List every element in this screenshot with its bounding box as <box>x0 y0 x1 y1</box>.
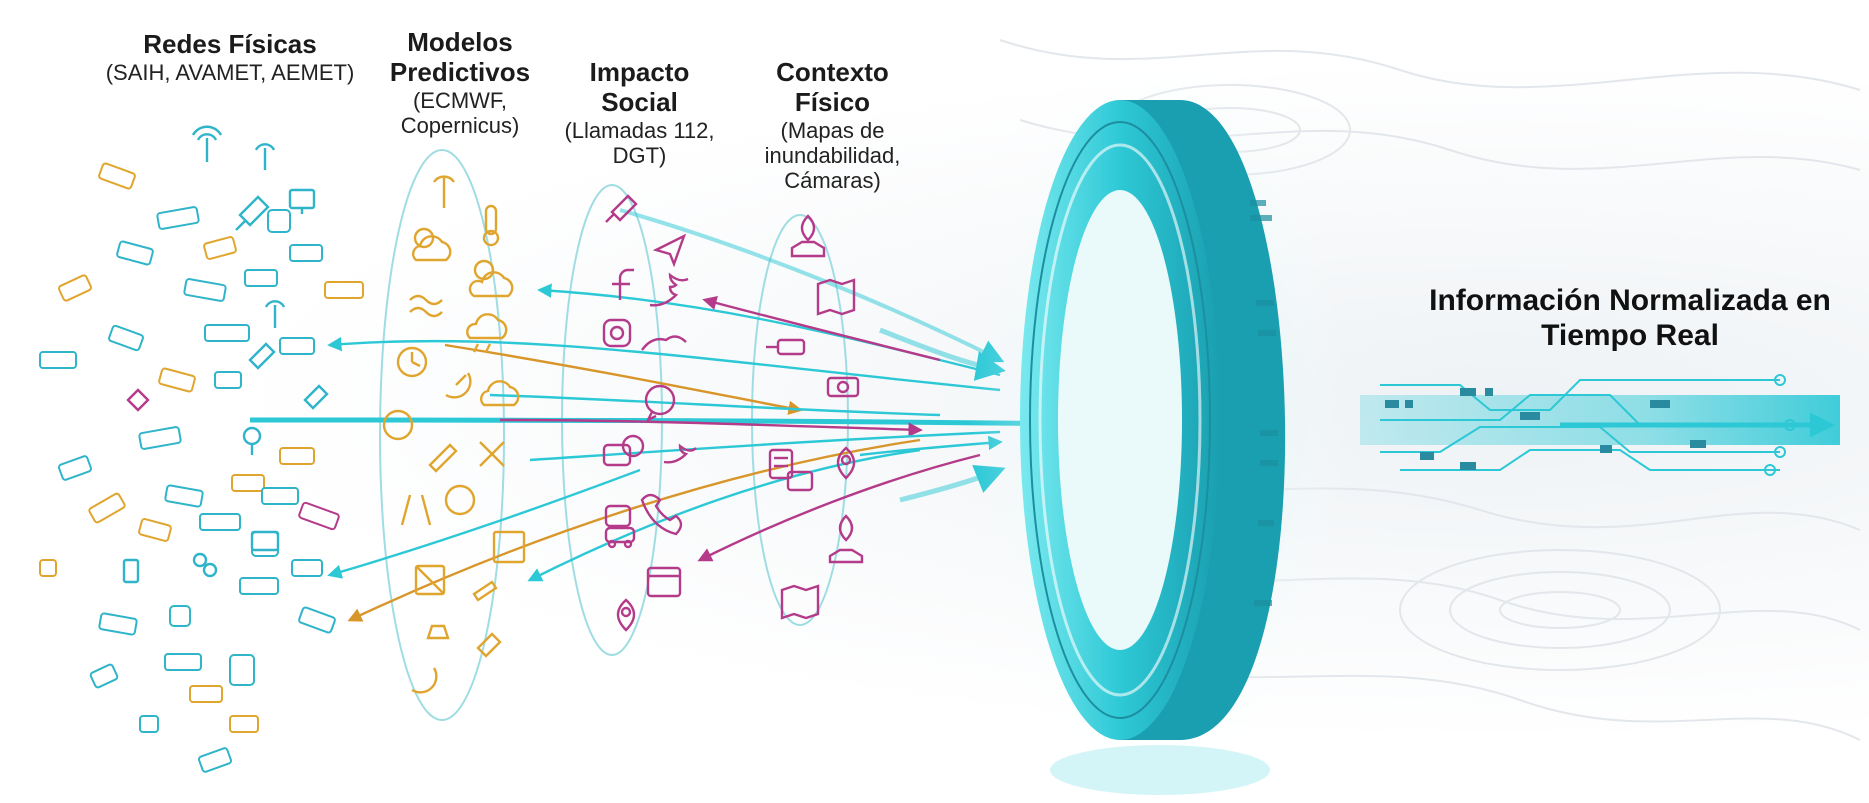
lens-modelos <box>379 149 505 721</box>
contexto-icons <box>766 214 864 620</box>
sms-icon <box>604 504 632 528</box>
cloud-hands-icon <box>641 335 687 351</box>
compass-icon <box>444 484 476 516</box>
impacto-subtitle: (Llamadas 112, DGT) <box>564 117 715 169</box>
modelos-title: Modelos Predictivos <box>389 27 531 87</box>
location-map-icon <box>790 214 826 258</box>
satellite-icon <box>248 342 276 370</box>
location-pin-icon <box>616 598 636 632</box>
send-icon <box>652 233 687 268</box>
gauge-25-icon <box>382 409 414 441</box>
lamp-icon <box>426 624 450 640</box>
folded-map-icon <box>780 584 820 620</box>
clock-icon <box>396 346 428 378</box>
normalizer-ring <box>970 40 1350 800</box>
modelos-icons <box>382 175 526 694</box>
thermometer-icon <box>482 204 500 247</box>
sensor-tags <box>39 162 364 773</box>
cloud-rain-icon <box>466 313 508 353</box>
cloud-sun-icon <box>468 259 514 298</box>
map-icon <box>414 564 446 596</box>
twitter-icon <box>663 443 697 464</box>
satellite-dish-icon <box>445 372 472 399</box>
redes-title: Redes Físicas <box>143 29 317 59</box>
monitor-icon <box>250 530 280 552</box>
header-contexto: Contexto Físico (Mapas de inundabilidad,… <box>740 57 925 194</box>
impacto-title: Impacto Social <box>589 57 690 117</box>
header-modelos: Modelos Predictivos (ECMWF, Copernicus) <box>385 27 535 139</box>
road-icon <box>400 494 432 526</box>
car-icon <box>604 526 636 549</box>
monitor-icon <box>288 188 316 214</box>
location-pin-icon <box>836 446 856 480</box>
satellite-icon <box>605 194 638 223</box>
wave-icon <box>409 294 443 318</box>
antenna-icon <box>254 143 276 170</box>
antenna-icon <box>191 125 223 162</box>
cloud-sun-icon <box>412 227 452 262</box>
cloud-rain-icon <box>480 380 520 407</box>
rocket-icon <box>428 443 458 473</box>
contexto-subtitle: (Mapas de inundabilidad, Cámaras) <box>764 117 901 194</box>
satellite-icon <box>235 195 270 231</box>
antenna-icon <box>433 175 455 208</box>
phone-icon <box>640 493 683 536</box>
sensor-icons <box>122 125 329 584</box>
header-impacto: Impacto Social (Llamadas 112, DGT) <box>552 57 727 169</box>
map-icon <box>786 470 814 492</box>
twitter-icon <box>649 272 689 307</box>
header-redes-fisicas: Redes Físicas (SAIH, AVAMET, AEMET) <box>80 29 380 85</box>
antenna-icon <box>264 300 286 328</box>
tree-icon <box>242 426 262 455</box>
camera-icon <box>766 338 806 356</box>
location-map-icon <box>828 514 864 564</box>
satellite-icon <box>476 632 502 658</box>
calendar-icon <box>646 566 682 598</box>
whatsapp-icon <box>644 384 676 423</box>
link-icon <box>192 552 218 578</box>
document-icon <box>768 448 794 480</box>
output-circuit <box>1360 374 1840 476</box>
instagram-icon <box>602 318 632 348</box>
facebook-icon <box>612 268 634 300</box>
contexto-title: Contexto Físico <box>776 57 889 117</box>
tools-icon <box>479 441 505 467</box>
output-title: Información Normalizada en Tiempo Real <box>1429 284 1831 353</box>
camera-icon <box>826 376 860 398</box>
folded-map-icon <box>816 278 856 316</box>
telescope-icon <box>472 580 498 602</box>
impacto-icons <box>602 194 697 632</box>
redes-subtitle: (SAIH, AVAMET, AEMET) <box>105 59 355 85</box>
chart-map-icon <box>492 530 526 564</box>
satellite-dish-icon <box>126 388 150 412</box>
rain-gauge-icon <box>122 558 140 584</box>
instagram-icon <box>621 434 645 458</box>
satellite-dish-icon <box>411 667 438 694</box>
satellite-icon <box>303 384 329 410</box>
lens-outlines <box>379 149 849 721</box>
modelos-subtitle: (ECMWF, Copernicus) <box>400 87 520 139</box>
